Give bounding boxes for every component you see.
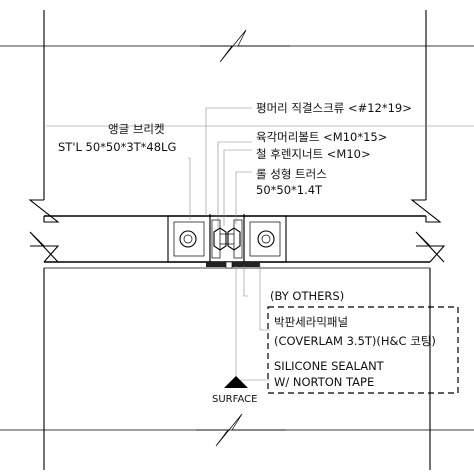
label-angle-title: 앵글 브리켓 [108,122,165,136]
label-truss-spec: 50*50*1.4T [256,183,323,197]
label-by-others: (BY OTHERS) [270,289,344,303]
lower-slab [0,231,474,470]
label-nut: 철 후렌지너트 <M10> [256,147,371,161]
label-screw: 평머리 직결스크류 <#12*19> [256,101,412,115]
label-sealant-1: SILICONE SEALANT [274,359,385,373]
label-sealant-2: W/ NORTON TAPE [274,375,374,389]
label-surface: SURFACE [212,394,257,405]
by-others-box [267,306,459,394]
surface-marker-icon [224,376,248,388]
label-panel-title: 박판세라믹패널 [274,315,348,329]
upper-slab [0,10,474,223]
label-hex-bolt: 육각머리볼트 <M10*15> [256,130,387,144]
label-angle-spec: ST'L 50*50*3T*48LG [58,140,176,154]
joint-assembly [167,214,287,269]
label-panel-spec: (COVERLAM 3.5T)(H&C 코팅) [274,334,436,348]
label-truss-title: 롤 성형 트러스 [256,167,327,181]
